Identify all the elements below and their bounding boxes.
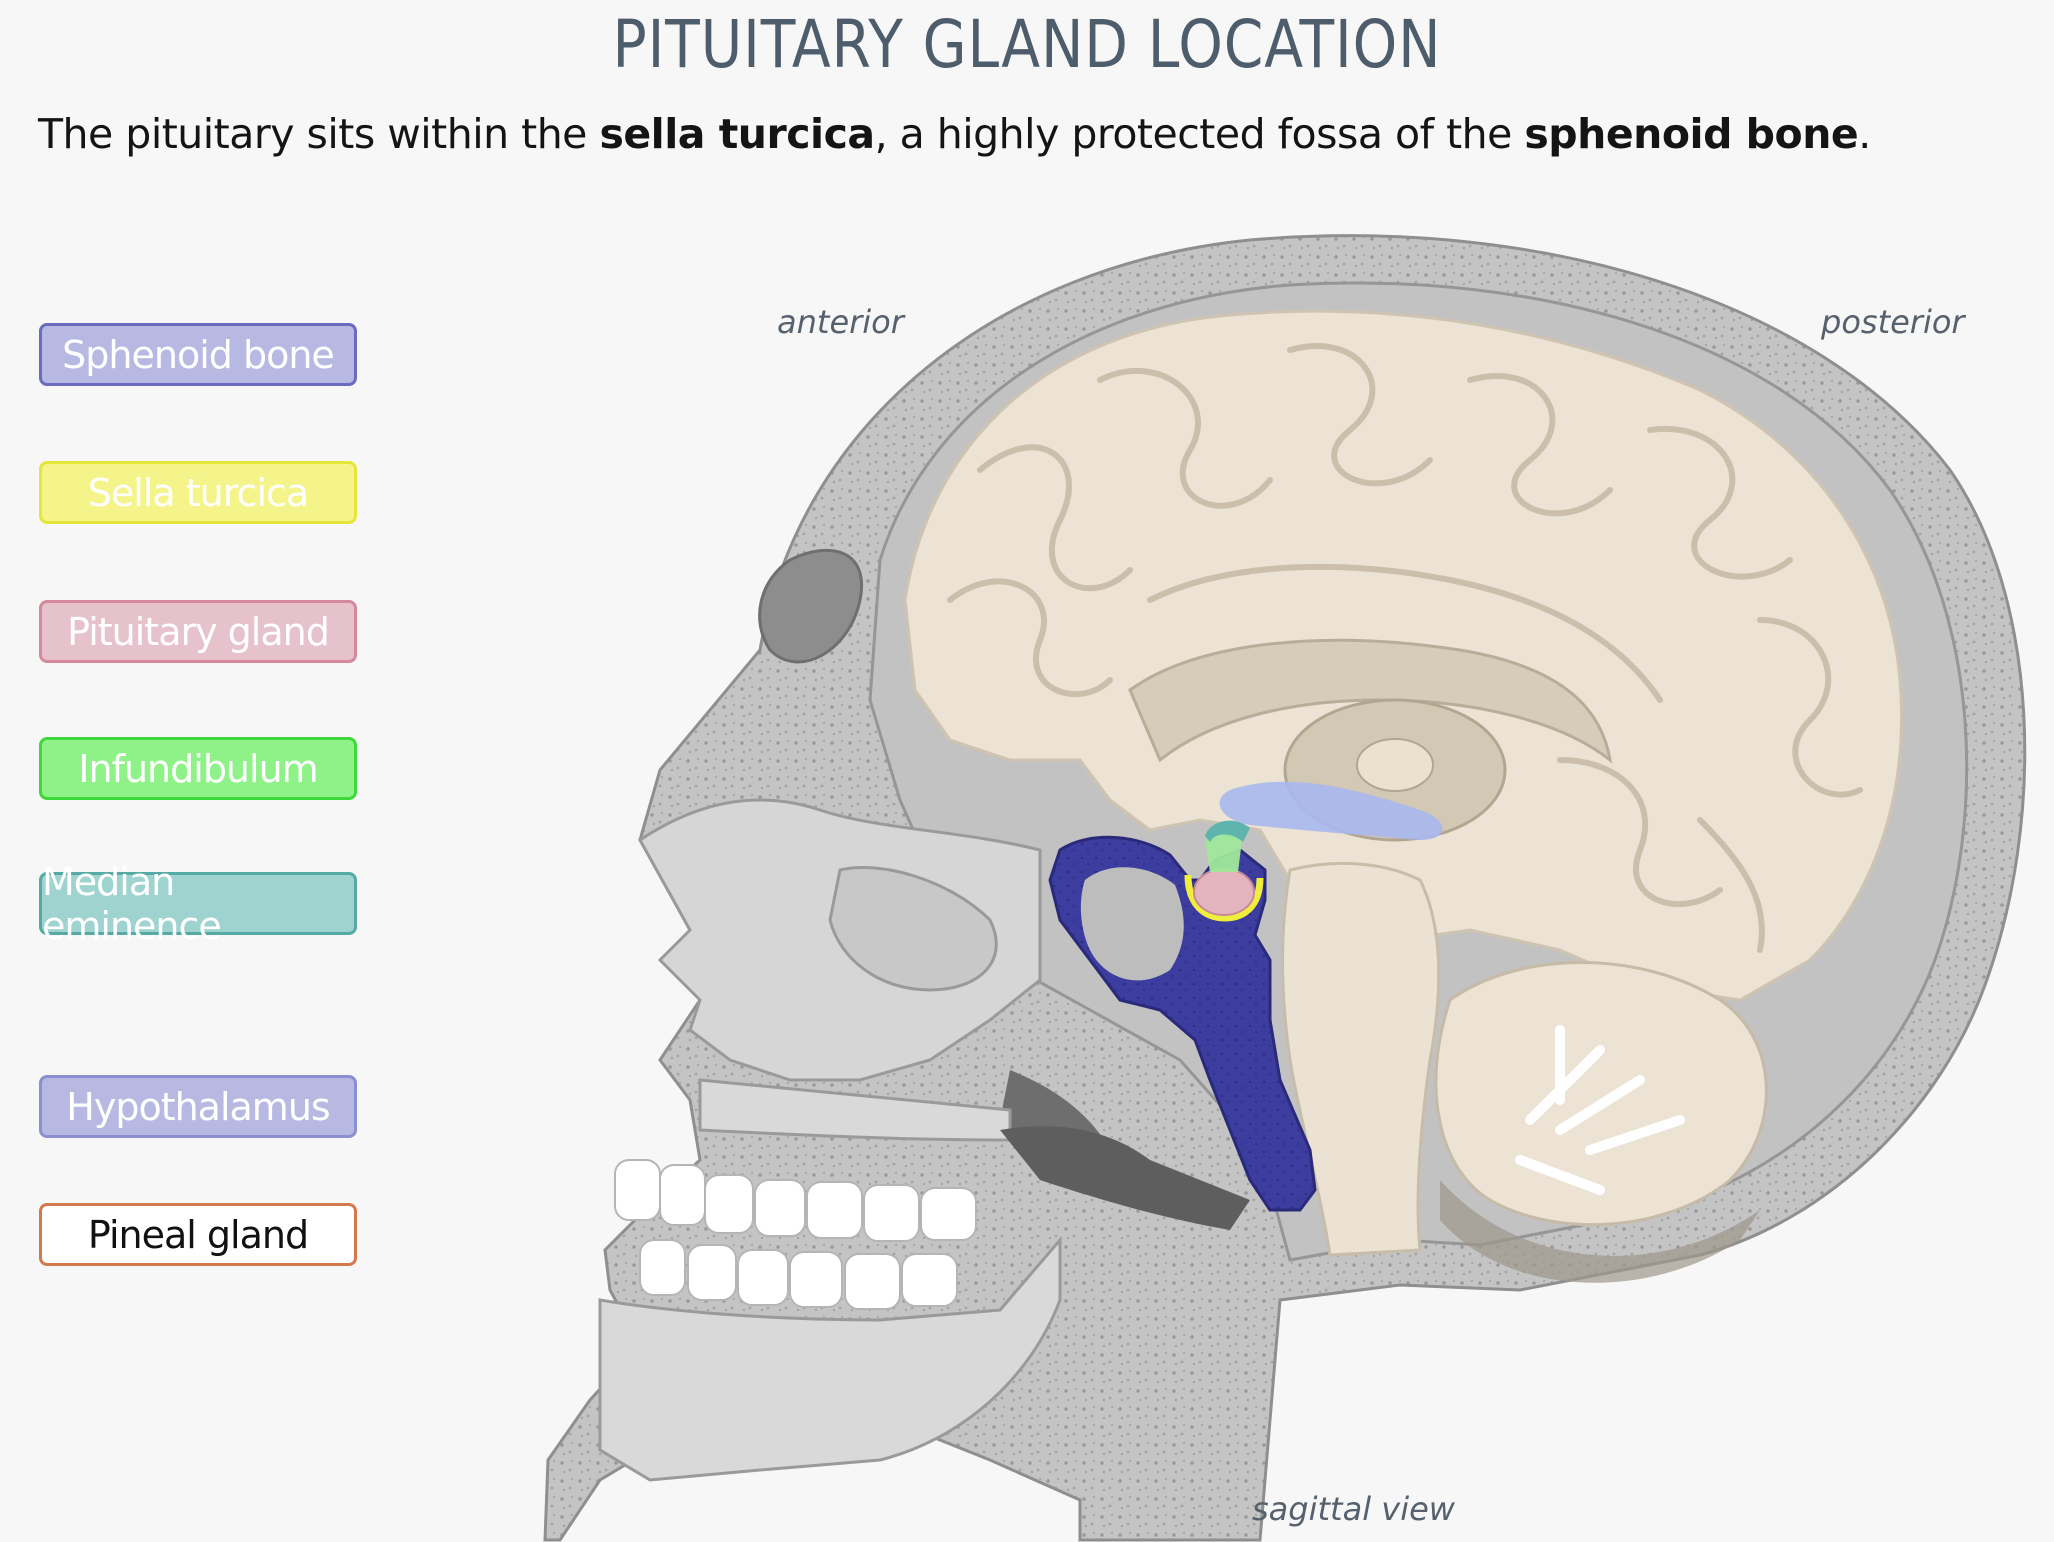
subtitle-bold-sella: sella turcica (599, 110, 875, 158)
legend-button-pineal-gland[interactable]: Pineal gland (39, 1203, 357, 1266)
subtitle-text-1: The pituitary sits within the (38, 110, 600, 158)
legend-button-pituitary-gland[interactable]: Pituitary gland (39, 600, 357, 663)
corpus-callosum (1128, 638, 1613, 764)
infundibulum-shape (1205, 832, 1242, 872)
subtitle-text-3: . (1858, 110, 1871, 158)
page-title: PITUITARY GLAND LOCATION (612, 6, 1442, 83)
lower-teeth (639, 1239, 958, 1310)
legend-button-infundibulum[interactable]: Infundibulum (39, 737, 357, 800)
pharynx (1000, 1126, 1250, 1230)
subtitle-text-2: , a highly protected fossa of the (874, 110, 1525, 158)
label-sagittal-view: sagittal view (1252, 1490, 1455, 1528)
median-eminence-shape (1205, 820, 1250, 842)
gyri-lines (947, 343, 1863, 953)
tentorium (1440, 1180, 1760, 1283)
sphenoid-sinus (1080, 867, 1184, 981)
pituitary-gland-shape (1193, 868, 1255, 916)
page-subtitle: The pituitary sits within the sella turc… (38, 110, 1871, 158)
mandible (598, 1235, 1062, 1482)
legend-button-sella-turcica[interactable]: Sella turcica (39, 461, 357, 524)
sella-turcica-shape (1184, 874, 1264, 922)
label-anterior: anterior (777, 303, 904, 341)
label-posterior: posterior (1821, 303, 1965, 341)
frontal-sinus (758, 548, 863, 664)
legend-button-sphenoid-bone[interactable]: Sphenoid bone (39, 323, 357, 386)
orbit (828, 866, 998, 992)
brainstem (1281, 861, 1441, 1257)
hypothalamus-shape (1219, 781, 1443, 840)
thalamus-inner (1356, 738, 1434, 792)
upper-teeth (614, 1159, 977, 1242)
subtitle-bold-sphenoid: sphenoid bone (1524, 110, 1859, 158)
arbor-vitae (1515, 1025, 1685, 1195)
legend-button-hypothalamus[interactable]: Hypothalamus (39, 1075, 357, 1138)
